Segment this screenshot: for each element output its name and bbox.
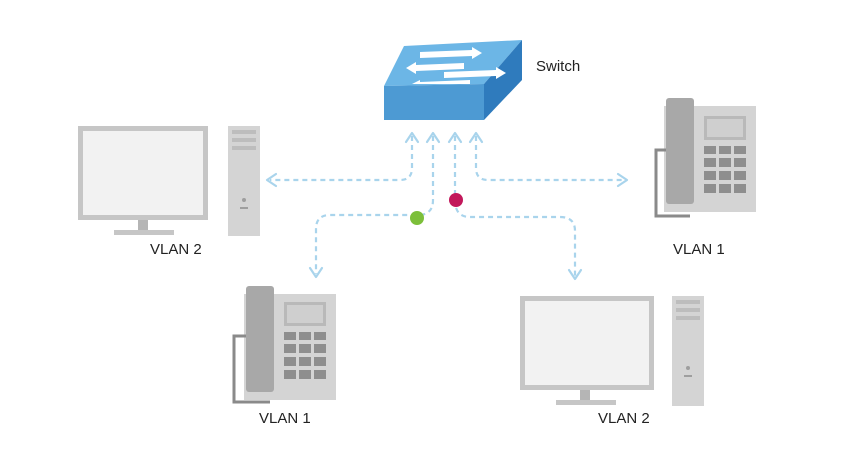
phone-icon-bottom [232, 286, 336, 404]
link-switch-phone-right [474, 136, 624, 182]
pc-bottom-label: VLAN 2 [598, 410, 650, 427]
pc-left-label: VLAN 2 [150, 241, 202, 258]
switch-label: Switch [536, 58, 581, 75]
phone-bottom-label: VLAN 1 [259, 410, 311, 427]
link-switch-phone-bottom [314, 136, 435, 274]
phone-icon-right [654, 98, 756, 218]
magenta-marker-dot [449, 193, 463, 207]
link-switch-pc-bottom [453, 136, 577, 276]
phone-right-label: VLAN 1 [673, 241, 725, 258]
computer-icon-bottom [520, 296, 704, 406]
green-marker-dot [410, 211, 424, 225]
link-switch-pc-left [270, 136, 414, 182]
connection-lines [265, 131, 629, 281]
switch-icon [384, 40, 522, 120]
computer-icon-left [78, 126, 260, 236]
